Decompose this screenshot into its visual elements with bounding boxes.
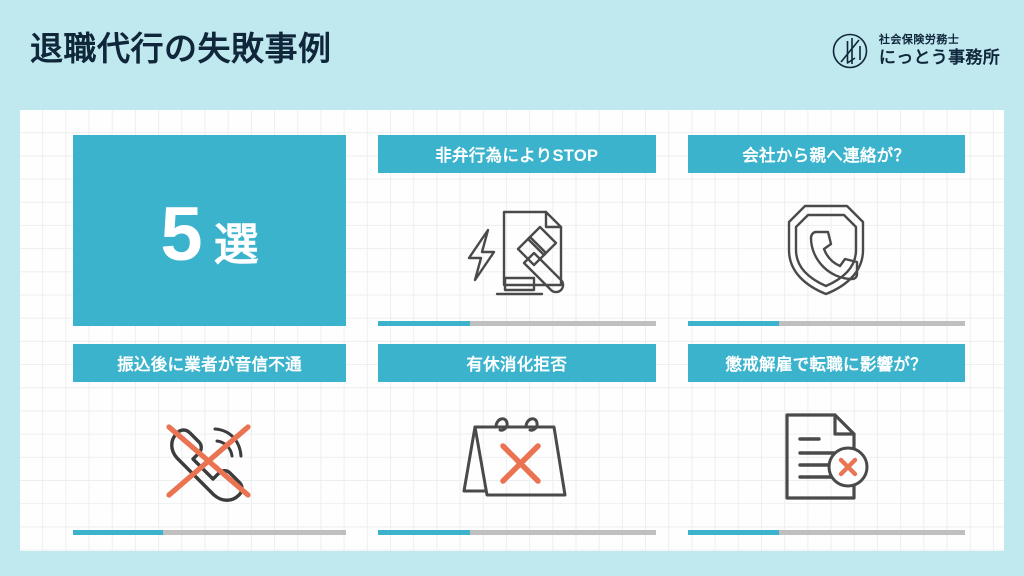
card-oyaren-progress-fill <box>687 321 780 326</box>
calendar-x-icon <box>458 403 576 509</box>
card-onshin-progress-fill <box>73 530 164 535</box>
card-onshin-body <box>73 382 346 530</box>
card-hiben-body <box>378 173 656 321</box>
card-yukyu-progress <box>378 530 656 535</box>
card-oyaren-body <box>688 173 966 321</box>
cards-grid: 5 選 非弁行為によりSTOP <box>73 135 965 535</box>
brand-logo: 社会保険労務士 にっとう事務所 <box>829 27 1000 75</box>
card-choukai-body <box>688 382 966 530</box>
card-onshin-title: 振込後に業者が音信不通 <box>73 344 346 382</box>
card-hiben[interactable]: 非弁行為によりSTOP <box>378 135 656 326</box>
page-header: 退職代行の失敗事例 社会保険労務士 にっとう事務所 <box>0 0 1024 110</box>
hero-count-inner: 5 選 <box>160 191 259 277</box>
card-onshin[interactable]: 振込後に業者が音信不通 <box>73 344 346 535</box>
logo-name: にっとう事務所 <box>878 47 1000 67</box>
card-oyaren[interactable]: 会社から親へ連絡が？ <box>687 135 966 326</box>
card-choukai[interactable]: 懲戒解雇で転職に影響が？ <box>687 344 966 535</box>
logo-subtitle: 社会保険労務士 <box>878 33 960 46</box>
phone-crossed-out-icon <box>151 403 269 509</box>
logo-text-block: 社会保険労務士 にっとう事務所 <box>879 34 1000 68</box>
gavel-document-lightning-icon <box>457 194 577 300</box>
page-title: 退職代行の失敗事例 <box>30 30 332 67</box>
hero-count-cell: 5 選 <box>73 135 346 326</box>
document-x-icon <box>774 403 878 509</box>
card-hiben-title: 非弁行為によりSTOP <box>378 135 656 173</box>
card-hiben-progress <box>378 321 656 326</box>
card-oyaren-title: 会社から親へ連絡が？ <box>687 135 965 173</box>
card-choukai-progress-fill <box>687 530 780 535</box>
hero-number: 5 <box>160 191 202 277</box>
card-choukai-progress <box>687 530 965 535</box>
card-yukyu-title: 有休消化拒否 <box>378 344 656 382</box>
card-hiben-progress-fill <box>378 321 470 326</box>
content-panel: 5 選 非弁行為によりSTOP <box>20 110 1004 551</box>
card-choukai-title: 懲戒解雇で転職に影響が？ <box>687 344 965 382</box>
card-yukyu[interactable]: 有休消化拒否 <box>378 344 656 535</box>
shield-phone-icon <box>774 194 878 300</box>
nitto-circle-monogram-icon <box>829 29 873 73</box>
card-onshin-progress <box>73 530 346 535</box>
card-oyaren-progress <box>687 321 965 326</box>
hero-unit: 選 <box>213 218 259 270</box>
card-yukyu-progress-fill <box>378 530 470 535</box>
card-yukyu-body <box>378 382 656 530</box>
